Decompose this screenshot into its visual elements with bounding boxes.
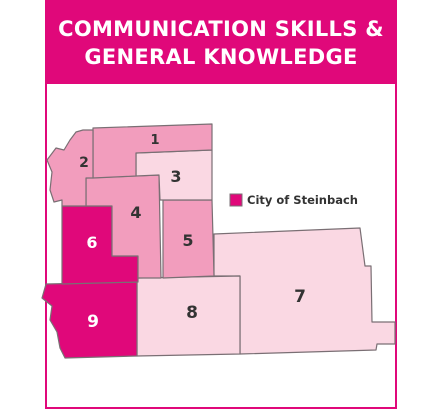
title-banner: COMMUNICATION SKILLS & GENERAL KNOWLEDGE	[47, 2, 395, 84]
region-4-label: 4	[130, 203, 141, 222]
region-8-label: 8	[186, 303, 198, 323]
region-6-label: 6	[86, 233, 97, 252]
legend-label: City of Steinbach	[247, 193, 358, 207]
region-3-label: 3	[170, 167, 181, 186]
title-line-1: COMMUNICATION SKILLS &	[58, 17, 384, 41]
legend-swatch	[229, 193, 243, 207]
region-5-label: 5	[182, 231, 193, 250]
region-7-label: 7	[294, 287, 306, 307]
region-9-label: 9	[87, 312, 99, 332]
region-9[interactable]	[41, 281, 138, 359]
region-4[interactable]	[85, 174, 162, 279]
region-2-label: 2	[79, 155, 89, 171]
title-line-2: GENERAL KNOWLEDGE	[84, 45, 358, 69]
region-2[interactable]	[46, 129, 94, 207]
region-1-label: 1	[150, 133, 159, 148]
